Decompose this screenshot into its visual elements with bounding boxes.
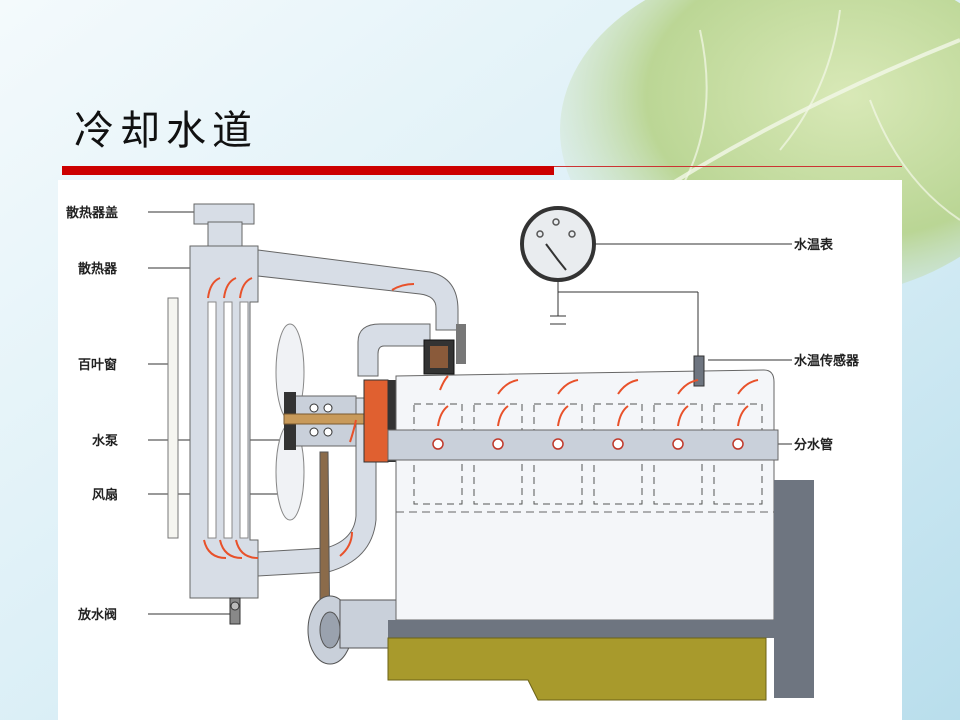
- slide-title: 冷却水道: [74, 108, 258, 154]
- label-temp-sensor: 水温传感器: [794, 353, 860, 369]
- label-drain-valve: 放水阀: [77, 607, 117, 623]
- engine-block: [395, 369, 775, 621]
- cooling-system-diagram: 散热器盖 散热器 百叶窗 水泵 风扇 放水阀 水温表 水温传感器 分水管: [58, 180, 902, 720]
- label-radiator: 散热器: [78, 261, 118, 277]
- label-water-pump: 水泵: [92, 433, 118, 449]
- label-louver: 百叶窗: [78, 357, 117, 373]
- label-radiator-cap: 散热器盖: [66, 205, 118, 221]
- upper-hose: [257, 249, 459, 331]
- label-temp-gauge: 水温表: [794, 237, 834, 253]
- water-temp-gauge: [520, 206, 596, 282]
- label-distribution-pipe: 分水管: [794, 437, 833, 453]
- oil-pan: [387, 637, 767, 701]
- distribution-pipe: [387, 429, 779, 461]
- impeller: [363, 379, 389, 463]
- louver: [167, 297, 179, 539]
- radiator-cap: [193, 203, 255, 225]
- water-temp-sensor: [693, 355, 705, 387]
- title-divider: [62, 166, 902, 175]
- label-fan: 风扇: [92, 487, 118, 503]
- drain-valve: [229, 597, 241, 625]
